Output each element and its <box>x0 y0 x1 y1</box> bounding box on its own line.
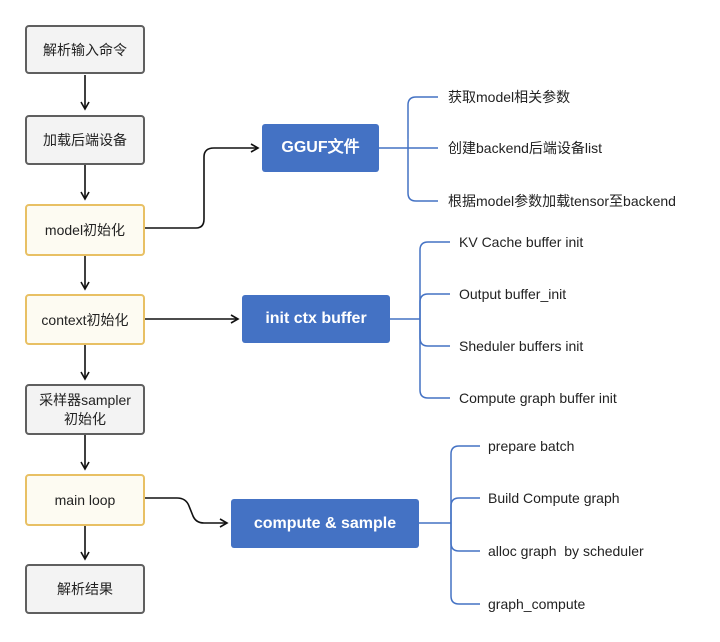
step-context-init: context初始化 <box>25 294 145 345</box>
ctx-item-scheduler-buffers: Sheduler buffers init <box>459 338 584 354</box>
branch-compute-4 <box>450 523 480 605</box>
step-sampler-init: 采样器sampler 初始化 <box>25 384 145 435</box>
step-model-init-label: model初始化 <box>44 222 126 238</box>
branch-gguf-3 <box>407 148 438 202</box>
step-sampler-init-line1: 采样器sampler <box>39 391 131 408</box>
hub-gguf-label: GGUF文件 <box>281 139 360 156</box>
gguf-item-load-tensor: 根据model参数加载tensor至backend <box>448 193 676 209</box>
branch-ctx-1 <box>419 241 450 319</box>
compute-item-alloc-graph: alloc graph by scheduler <box>488 543 644 559</box>
hub-init-ctx-buffer-label: init ctx buffer <box>265 310 367 327</box>
step-main-loop: main loop <box>25 474 145 526</box>
branch-compute-2 <box>450 497 480 523</box>
ctx-item-output-buffer: Output buffer_init <box>459 286 567 302</box>
hub-init-ctx-buffer: init ctx buffer <box>242 295 390 343</box>
arrow-model-to-gguf <box>145 143 260 229</box>
branch-compute-1 <box>450 445 480 523</box>
compute-item-graph-compute: graph_compute <box>488 596 586 612</box>
step-load-backend-label: 加载后端设备 <box>43 132 127 148</box>
gguf-item-create-backend-list: 创建backend后端设备list <box>448 140 603 156</box>
step-parse-result: 解析结果 <box>25 564 145 614</box>
ctx-item-kv-cache: KV Cache buffer init <box>459 234 584 250</box>
step-sampler-init-line2: 初始化 <box>64 410 106 427</box>
branch-compute-3 <box>450 523 480 552</box>
hub-compute-sample: compute & sample <box>231 499 419 548</box>
step-context-init-label: context初始化 <box>41 311 129 328</box>
compute-item-build-graph: Build Compute graph <box>488 490 620 506</box>
ctx-item-compute-graph-buffer: Compute graph buffer init <box>459 390 617 406</box>
branch-gguf-1 <box>407 96 438 148</box>
compute-item-prepare-batch: prepare batch <box>488 438 575 454</box>
arrow-loop-to-compute <box>145 497 229 528</box>
hub-gguf: GGUF文件 <box>262 124 379 172</box>
step-load-backend: 加载后端设备 <box>25 115 145 165</box>
branch-ctx-4 <box>419 319 450 399</box>
step-parse-input-label: 解析输入命令 <box>43 41 127 58</box>
hub-compute-sample-label: compute & sample <box>253 514 397 532</box>
branch-ctx-2 <box>419 293 450 319</box>
step-parse-input: 解析输入命令 <box>25 25 145 74</box>
step-parse-result-label: 解析结果 <box>57 581 113 597</box>
branch-ctx-3 <box>419 319 450 347</box>
step-model-init: model初始化 <box>25 204 145 256</box>
step-main-loop-label: main loop <box>54 492 116 508</box>
gguf-item-get-params: 获取model相关参数 <box>448 89 571 105</box>
